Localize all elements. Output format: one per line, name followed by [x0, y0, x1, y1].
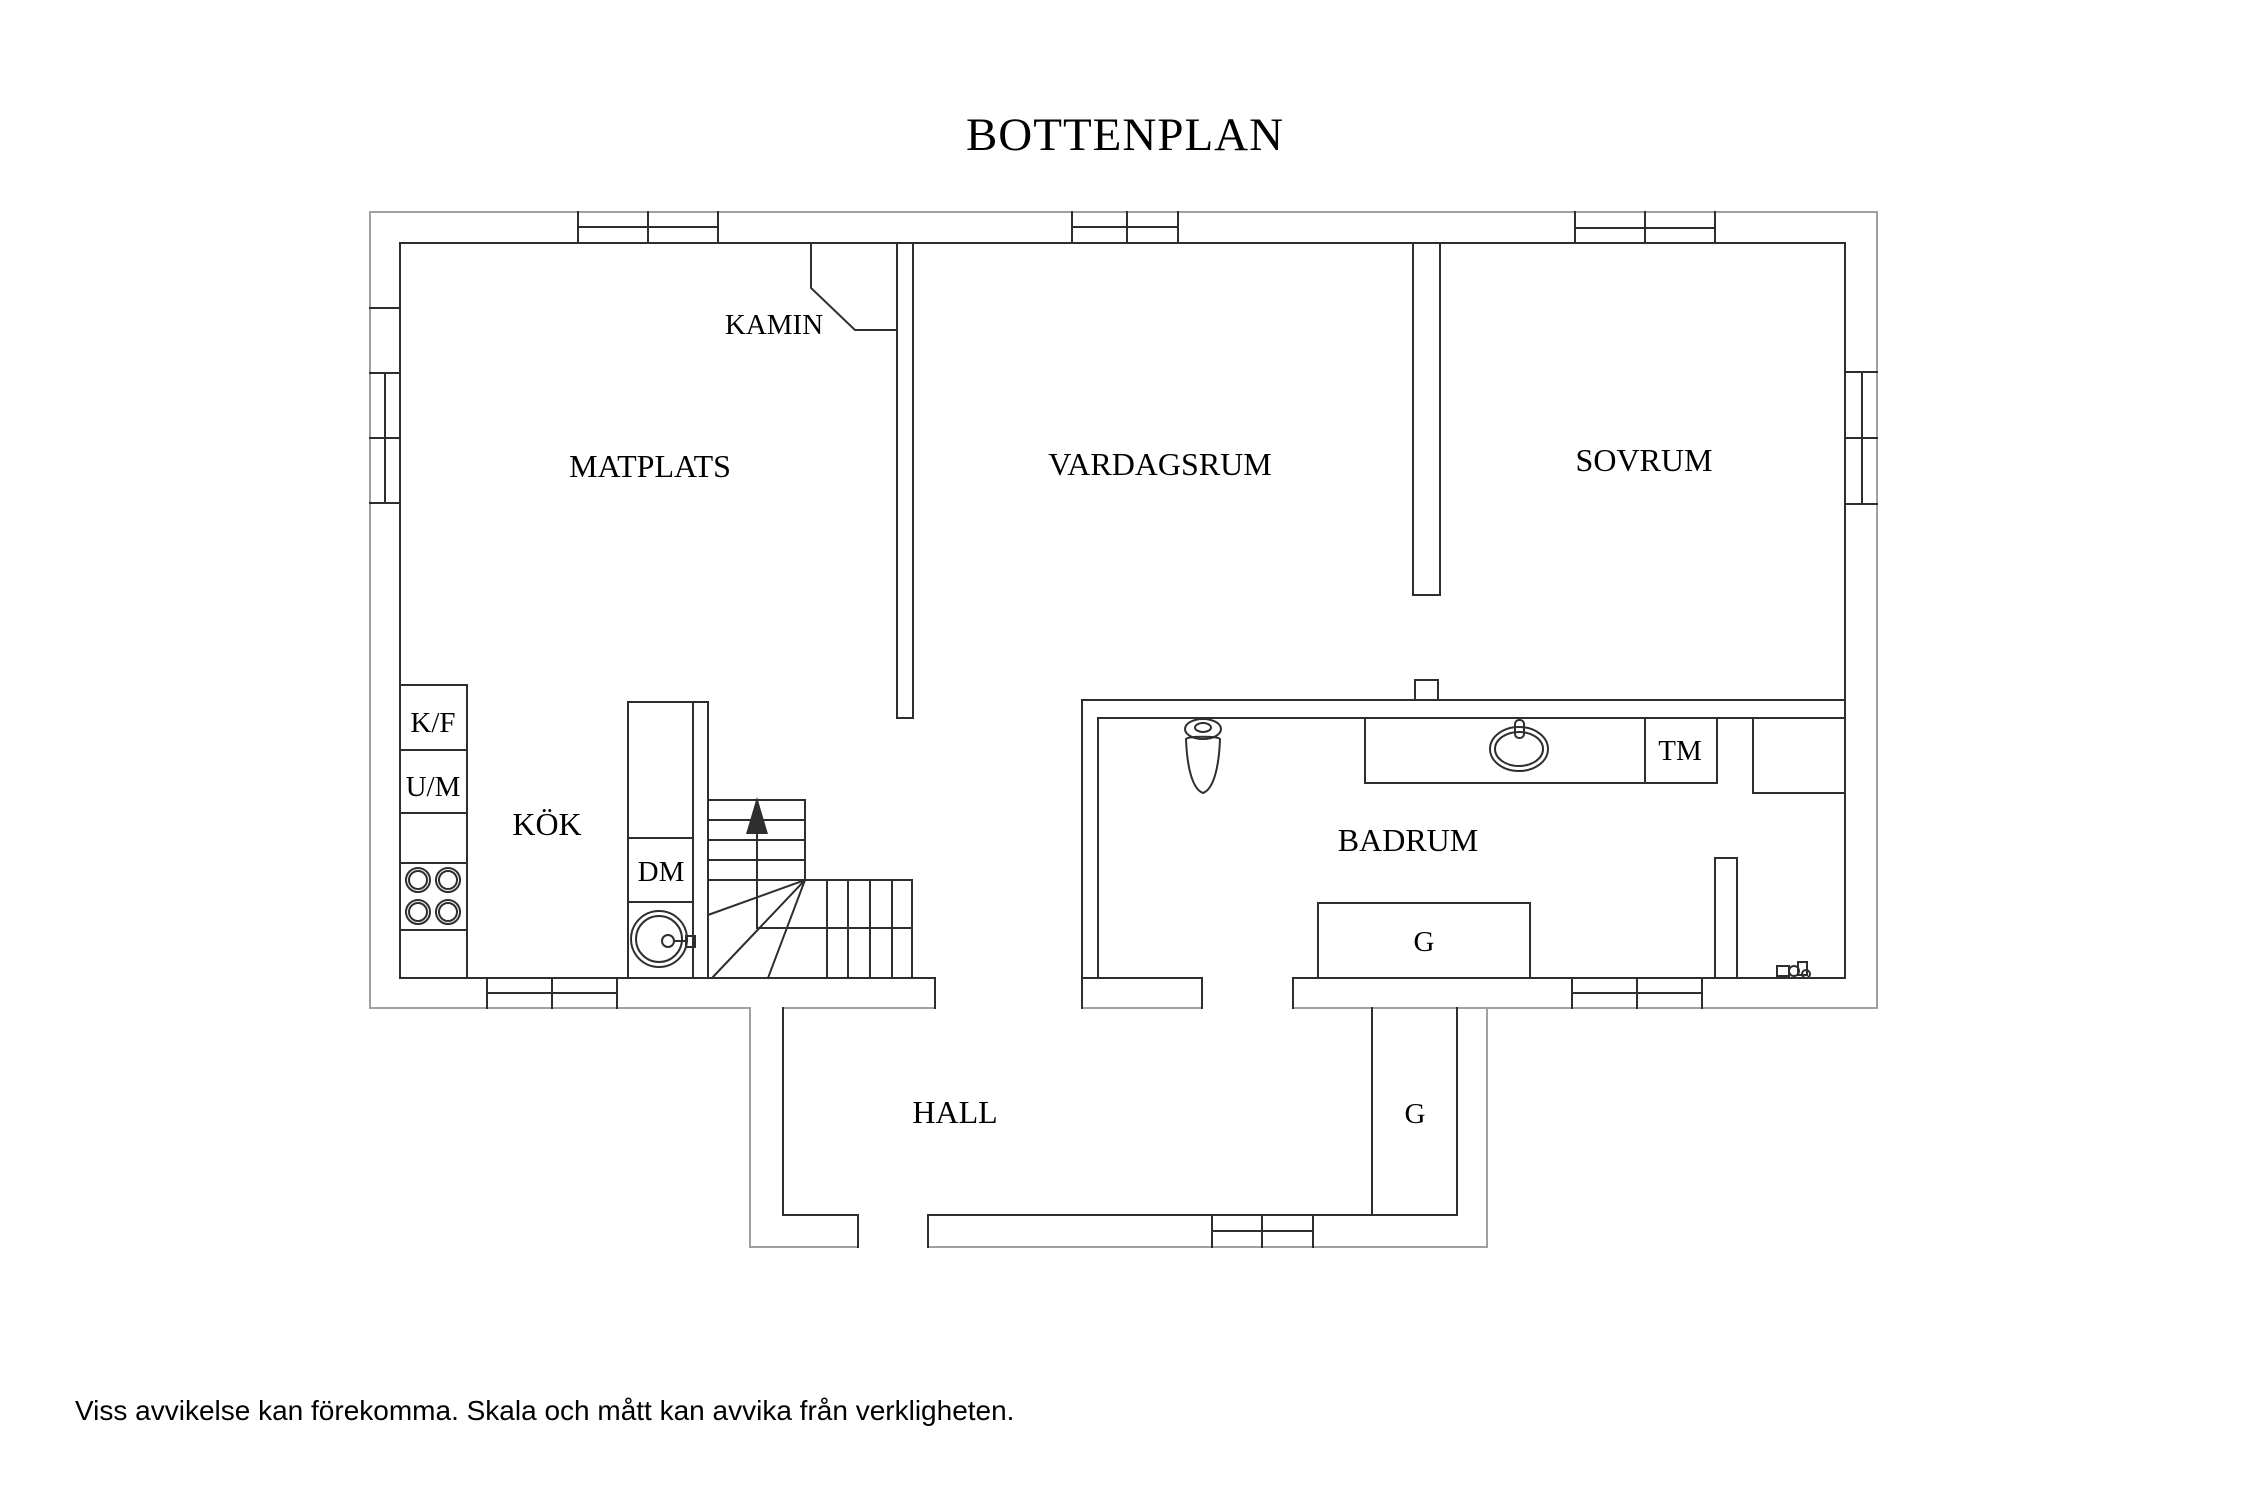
exterior-walls — [369, 211, 1878, 1248]
room-label-hall: HALL — [912, 1094, 997, 1130]
page-title: BOTTENPLAN — [965, 109, 1285, 161]
bathroom-counter — [1364, 717, 1718, 784]
door-jamb-sovrum — [1414, 679, 1439, 701]
window-matplats-west — [369, 307, 401, 504]
wardrobe-label-badrum: G — [1414, 926, 1435, 958]
kitchen-tall-unit — [627, 701, 694, 979]
shower-mixer-icon — [1776, 961, 1811, 979]
stairs-up-arrow-icon — [746, 797, 768, 929]
room-label-vardagsrum: VARDAGSRUM — [1048, 446, 1271, 482]
window-vardagsrum-north — [1071, 211, 1179, 244]
wardrobe-badrum-box — [1317, 902, 1531, 979]
wall-badrum-north — [1081, 699, 1846, 719]
disclaimer-text: Viss avvikelse kan förekomma. Skala och … — [75, 1395, 1015, 1426]
window-matplats-north — [577, 211, 719, 244]
window-sovrum-east — [1844, 371, 1878, 505]
wardrobe-label-hall: G — [1405, 1098, 1426, 1130]
room-label-matplats: MATPLATS — [569, 448, 731, 484]
bathroom-sink-icon — [1489, 719, 1549, 772]
bathroom-partition-stub — [1714, 857, 1738, 979]
labels: MATPLATS VARDAGSRUM SOVRUM KÖK BADRUM HA… — [406, 309, 1713, 1130]
fridge-freezer-label: K/F — [410, 707, 455, 739]
wall-matplats-vardagsrum — [896, 242, 914, 719]
window-sovrum-north — [1574, 211, 1716, 244]
kitchen-sink-icon — [630, 910, 696, 968]
wall-vardagsrum-sovrum — [1412, 242, 1441, 596]
room-label-kok: KÖK — [512, 806, 581, 842]
stairs — [706, 797, 913, 980]
fireplace-label: KAMIN — [725, 309, 823, 341]
interior-walls — [399, 242, 1846, 1248]
fireplace — [810, 243, 898, 331]
room-label-badrum: BADRUM — [1338, 822, 1478, 858]
wall-badrum-west — [1081, 699, 1099, 979]
window-badrum-south — [1571, 977, 1703, 1009]
bathroom-cabinet — [1752, 717, 1846, 794]
window-kok-south — [486, 977, 618, 1009]
kitchen-counter — [399, 684, 468, 979]
room-label-sovrum: SOVRUM — [1576, 442, 1713, 478]
entrance-arrow-icon — [870, 1256, 920, 1304]
stove-icon — [405, 867, 461, 925]
window-hall-south — [1211, 1214, 1314, 1248]
toilet-icon — [1184, 718, 1222, 795]
washing-machine-label: TM — [1658, 735, 1702, 767]
dishwasher-label: DM — [638, 856, 685, 888]
oven-microwave-label: U/M — [406, 771, 461, 803]
